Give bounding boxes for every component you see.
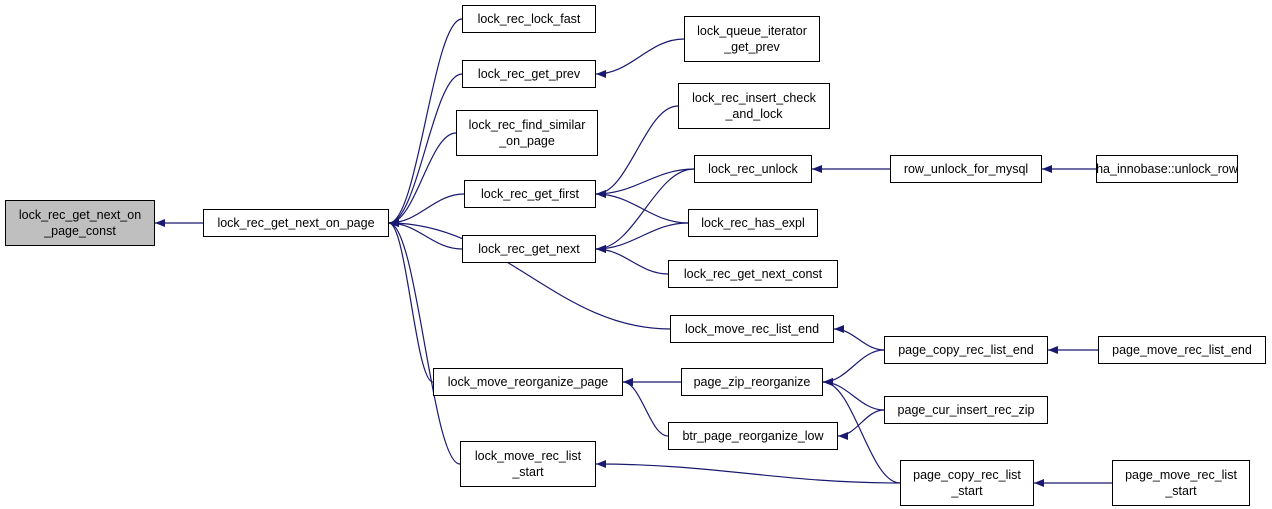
edge-n_pcopyend-to-n_mvend xyxy=(833,325,885,351)
edge-n_qiter-to-n_getprev xyxy=(595,38,685,78)
node-unlock[interactable]: lock_rec_unlock xyxy=(694,155,812,183)
edge-n_getprev-to-n_gnop xyxy=(388,73,463,227)
node-target[interactable]: lock_rec_get_next_on _page_const xyxy=(5,200,155,246)
node-getprev[interactable]: lock_rec_get_prev xyxy=(462,60,596,88)
node-pmoveend[interactable]: page_move_rec_list_end xyxy=(1098,336,1266,364)
edge-n_mvend-to-n_gnop xyxy=(388,219,671,330)
node-getnext[interactable]: lock_rec_get_next xyxy=(462,235,596,263)
node-mvstart[interactable]: lock_move_rec_list _start xyxy=(460,441,596,487)
edge-n_mvstart-to-n_gnop xyxy=(388,219,461,465)
edge-n_pcopyend-to-n_pzip xyxy=(822,349,885,386)
edge-n_unlock-to-n_getfirst xyxy=(595,168,695,198)
edge-n_pcopystart-to-n_pzip xyxy=(822,378,901,484)
node-inscheck[interactable]: lock_rec_insert_check _and_lock xyxy=(678,83,830,129)
node-pmovestart[interactable]: page_move_rec_list _start xyxy=(1112,460,1250,506)
node-pzip[interactable]: page_zip_reorganize xyxy=(681,368,823,396)
node-gnop[interactable]: lock_rec_get_next_on_page xyxy=(203,209,389,237)
edge-n_nextconst-to-n_getnext xyxy=(595,245,669,275)
node-qiter[interactable]: lock_queue_iterator _get_prev xyxy=(684,16,820,62)
node-nextconst[interactable]: lock_rec_get_next_const xyxy=(668,260,838,288)
edge-n_hasexpl-to-n_getfirst xyxy=(595,190,689,224)
edge-n_lockfast-to-n_gnop xyxy=(388,18,463,227)
node-btr[interactable]: btr_page_reorganize_low xyxy=(668,422,838,450)
node-hasexpl[interactable]: lock_rec_has_expl xyxy=(688,209,818,237)
edge-n_unlock-to-n_getnext xyxy=(595,168,695,253)
edge-n_pcopystart-to-n_mvstart xyxy=(595,460,901,484)
node-pcopystart[interactable]: page_copy_rec_list _start xyxy=(900,460,1034,506)
edge-n_pcurins-to-n_btr xyxy=(837,409,885,440)
node-mvreorg[interactable]: lock_move_reorganize_page xyxy=(433,368,623,396)
edge-n_btr-to-n_mvreorg xyxy=(622,378,669,437)
edge-n_inscheck-to-n_getfirst xyxy=(595,105,679,198)
edge-n_hasexpl-to-n_getnext xyxy=(595,222,689,253)
node-findsim[interactable]: lock_rec_find_similar _on_page xyxy=(456,110,598,156)
node-mvend[interactable]: lock_move_rec_list_end xyxy=(670,315,834,343)
edge-n_findsim-to-n_gnop xyxy=(388,132,457,227)
node-rowunlock[interactable]: row_unlock_for_mysql xyxy=(890,155,1042,183)
node-getfirst[interactable]: lock_rec_get_first xyxy=(464,180,596,208)
edge-n_mvreorg-to-n_gnop xyxy=(388,219,434,383)
node-pcopyend[interactable]: page_copy_rec_list_end xyxy=(884,336,1048,364)
node-pcurins[interactable]: page_cur_insert_rec_zip xyxy=(884,396,1048,424)
edge-n_getfirst-to-n_gnop xyxy=(388,193,465,227)
edge-n_pcurins-to-n_pzip xyxy=(822,378,885,411)
node-ha[interactable]: ha_innobase::unlock_row xyxy=(1096,155,1238,183)
node-lockfast[interactable]: lock_rec_lock_fast xyxy=(462,5,596,33)
